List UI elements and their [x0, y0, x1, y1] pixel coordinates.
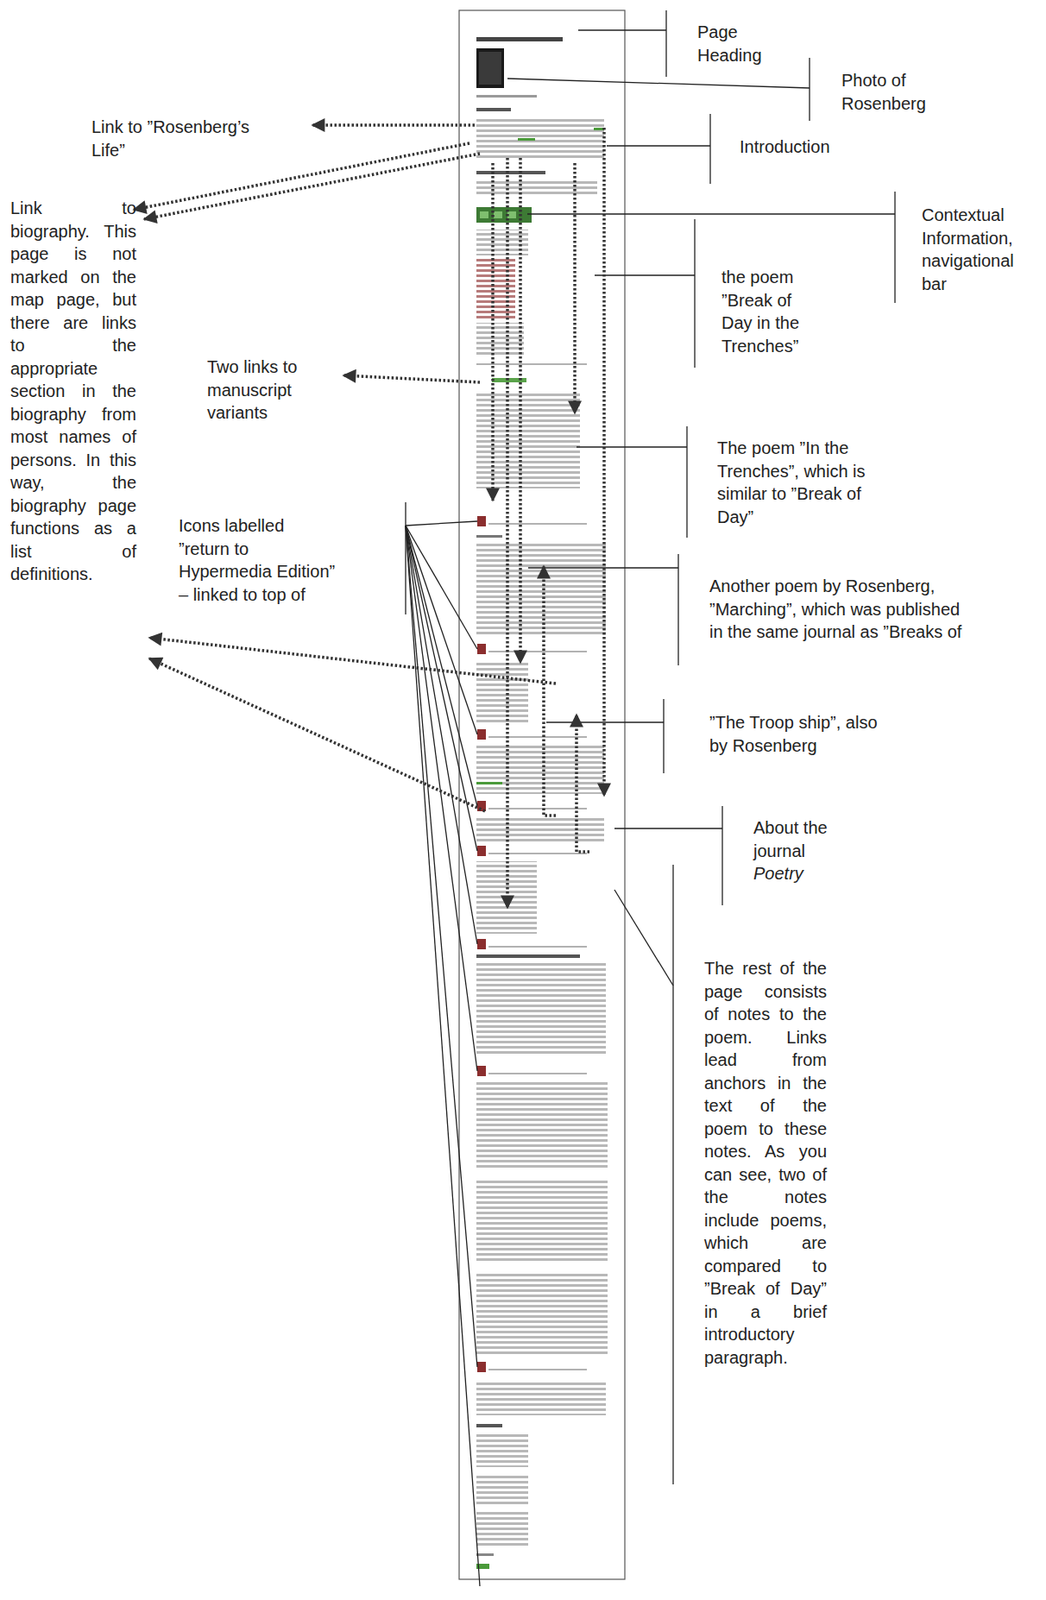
- annotation-label: The poem ”In the Trenches”, which is sim…: [717, 436, 895, 529]
- annotation-label: Another poem by Rosenberg, ”Marching”, w…: [709, 574, 977, 644]
- annotation-label: Page Heading: [697, 20, 776, 67]
- annotation-label: Introduction: [739, 135, 870, 159]
- annotation-label: Link to biography. This page is not mark…: [10, 196, 137, 587]
- annotation-label: About the journal: [753, 816, 840, 863]
- annotation-label: Two links to manuscript variants: [207, 355, 316, 425]
- page-thumbnail: [459, 10, 625, 1580]
- annotation-label: Contextual Information, navigational bar: [921, 203, 1041, 296]
- callout-brackets: [507, 10, 895, 1485]
- icon-leader-fan: [405, 502, 480, 1587]
- annotation-label: Link to ”Rosenberg’s Life”: [91, 115, 265, 162]
- link-arrows: [133, 125, 605, 908]
- annotation-label: Photo of Rosenberg: [841, 69, 937, 115]
- annotation-label: Poetry: [753, 862, 840, 886]
- annotation-label: ”The Troop ship”, also by Rosenberg: [709, 711, 891, 757]
- annotation-label: The rest of the page consists of notes t…: [704, 957, 827, 1369]
- annotation-label: the poem ”Break of Day in the Trenches”: [721, 265, 817, 358]
- annotation-label: Icons labelled ”return to Hypermedia Edi…: [178, 514, 340, 606]
